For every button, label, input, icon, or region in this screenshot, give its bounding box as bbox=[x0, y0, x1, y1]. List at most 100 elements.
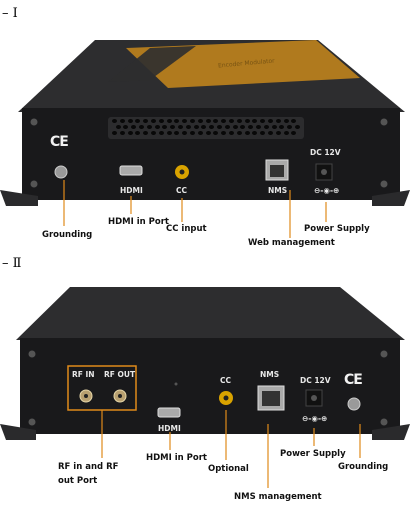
device-2-label-rf-in: RF IN bbox=[72, 370, 95, 379]
device-2-label-hdmi: HDMI bbox=[158, 424, 181, 433]
device-2-foot-left bbox=[0, 424, 36, 440]
section-2-label: – Ⅱ bbox=[2, 256, 22, 271]
vent-hole bbox=[244, 131, 250, 135]
callout-grounding-1: Grounding bbox=[42, 230, 93, 240]
vent-hole bbox=[268, 119, 273, 123]
vent-hole bbox=[213, 131, 219, 135]
device-2-label-rf-out: RF OUT bbox=[104, 370, 136, 379]
callout-web-management: Web management bbox=[248, 238, 335, 248]
vent-hole bbox=[244, 119, 250, 123]
device-2-rf-out-jack bbox=[113, 389, 127, 403]
vent-hole bbox=[252, 131, 258, 135]
vent-hole bbox=[185, 125, 191, 129]
device-1-label-nms: NMS bbox=[268, 186, 288, 195]
device-1-ce-mark: CE bbox=[50, 134, 69, 150]
device-2-front-panel bbox=[20, 338, 400, 434]
vent-hole bbox=[143, 131, 149, 135]
device-2-top-lid bbox=[16, 287, 405, 340]
vent-hole bbox=[263, 125, 269, 129]
callout-rf-ports-line2: out Port bbox=[58, 476, 98, 486]
vent-hole bbox=[119, 131, 125, 135]
vent-hole bbox=[119, 119, 125, 123]
callout-rf-ports-line1: RF in and RF bbox=[58, 462, 119, 472]
vent-hole bbox=[271, 125, 277, 129]
vent-hole bbox=[158, 119, 164, 123]
vent-hole bbox=[255, 125, 261, 129]
vent-hole bbox=[127, 131, 133, 135]
vent-hole bbox=[283, 119, 289, 123]
vent-hole bbox=[252, 119, 258, 123]
vent-hole bbox=[135, 119, 141, 123]
vent-hole bbox=[205, 119, 211, 123]
device-2-cc-jack bbox=[219, 391, 233, 405]
vent-hole bbox=[279, 125, 285, 129]
vent-hole bbox=[154, 125, 160, 129]
vent-hole bbox=[275, 119, 281, 123]
vent-hole bbox=[131, 125, 137, 129]
vent-hole bbox=[205, 131, 211, 135]
vent-hole bbox=[260, 119, 266, 123]
vent-hole bbox=[229, 119, 234, 123]
device-2-label-cc: CC bbox=[220, 376, 232, 385]
vent-hole bbox=[177, 125, 183, 129]
vent-hole bbox=[112, 119, 117, 123]
callout-hdmi-in-2: HDMI in Port bbox=[146, 453, 207, 463]
vent-hole bbox=[224, 125, 230, 129]
vent-hole bbox=[112, 131, 117, 135]
vent-hole bbox=[158, 131, 164, 135]
vent-hole bbox=[287, 125, 293, 129]
vent-hole bbox=[236, 119, 242, 123]
vent-hole bbox=[182, 119, 188, 123]
callout-cc-input: CC input bbox=[166, 224, 207, 234]
vent-hole bbox=[138, 125, 144, 129]
callout-power-supply-1: Power Supply bbox=[304, 224, 370, 234]
device-2-hdmi-port bbox=[157, 407, 181, 418]
device-1-label-dc: DC 12V bbox=[310, 148, 341, 157]
vent-hole bbox=[166, 119, 172, 123]
vent-hole bbox=[151, 119, 156, 123]
vent-hole bbox=[232, 125, 238, 129]
device-2-label-dc: DC 12V bbox=[300, 376, 331, 385]
device-1-hdmi-port bbox=[119, 165, 143, 176]
vent-hole bbox=[260, 131, 266, 135]
device-1-grounding-screw bbox=[54, 165, 68, 179]
vent-hole bbox=[240, 125, 246, 129]
vent-hole bbox=[294, 125, 300, 129]
device-2-ce-mark: CE bbox=[344, 372, 363, 388]
device-2-grounding-screw bbox=[347, 397, 361, 411]
vent-hole bbox=[193, 125, 199, 129]
vent-hole bbox=[127, 119, 133, 123]
vent-hole bbox=[197, 119, 203, 123]
vent-hole bbox=[143, 119, 149, 123]
callout-grounding-2: Grounding bbox=[338, 462, 389, 472]
section-1-label: – Ⅰ bbox=[2, 6, 18, 21]
vent-hole bbox=[209, 125, 215, 129]
vent-hole bbox=[213, 119, 219, 123]
device-1-vent-holes bbox=[112, 119, 300, 137]
vent-hole bbox=[197, 131, 203, 135]
vent-hole bbox=[268, 131, 273, 135]
device-2-foot-right bbox=[372, 424, 410, 440]
callout-nms-management: NMS management bbox=[234, 492, 322, 502]
vent-hole bbox=[216, 125, 222, 129]
vent-hole bbox=[229, 131, 234, 135]
vent-hole bbox=[123, 125, 129, 129]
vent-hole bbox=[291, 131, 297, 135]
vent-hole bbox=[221, 119, 227, 123]
vent-hole bbox=[135, 131, 141, 135]
vent-hole bbox=[182, 131, 188, 135]
device-1-foot-right bbox=[372, 190, 410, 206]
vent-hole bbox=[283, 131, 289, 135]
device-2-nms-port bbox=[257, 385, 285, 411]
vent-hole bbox=[166, 131, 172, 135]
callout-hdmi-in-1: HDMI in Port bbox=[108, 217, 169, 227]
callout-optional: Optional bbox=[208, 464, 249, 474]
vent-hole bbox=[174, 119, 180, 123]
vent-hole bbox=[146, 125, 152, 129]
vent-hole bbox=[170, 125, 176, 129]
device-1-dc-polarity-icon: ⊖-◉-⊕ bbox=[314, 186, 340, 195]
device-1-foot-left bbox=[0, 190, 38, 206]
vent-hole bbox=[151, 131, 156, 135]
vent-hole bbox=[248, 125, 254, 129]
vent-hole bbox=[291, 119, 297, 123]
